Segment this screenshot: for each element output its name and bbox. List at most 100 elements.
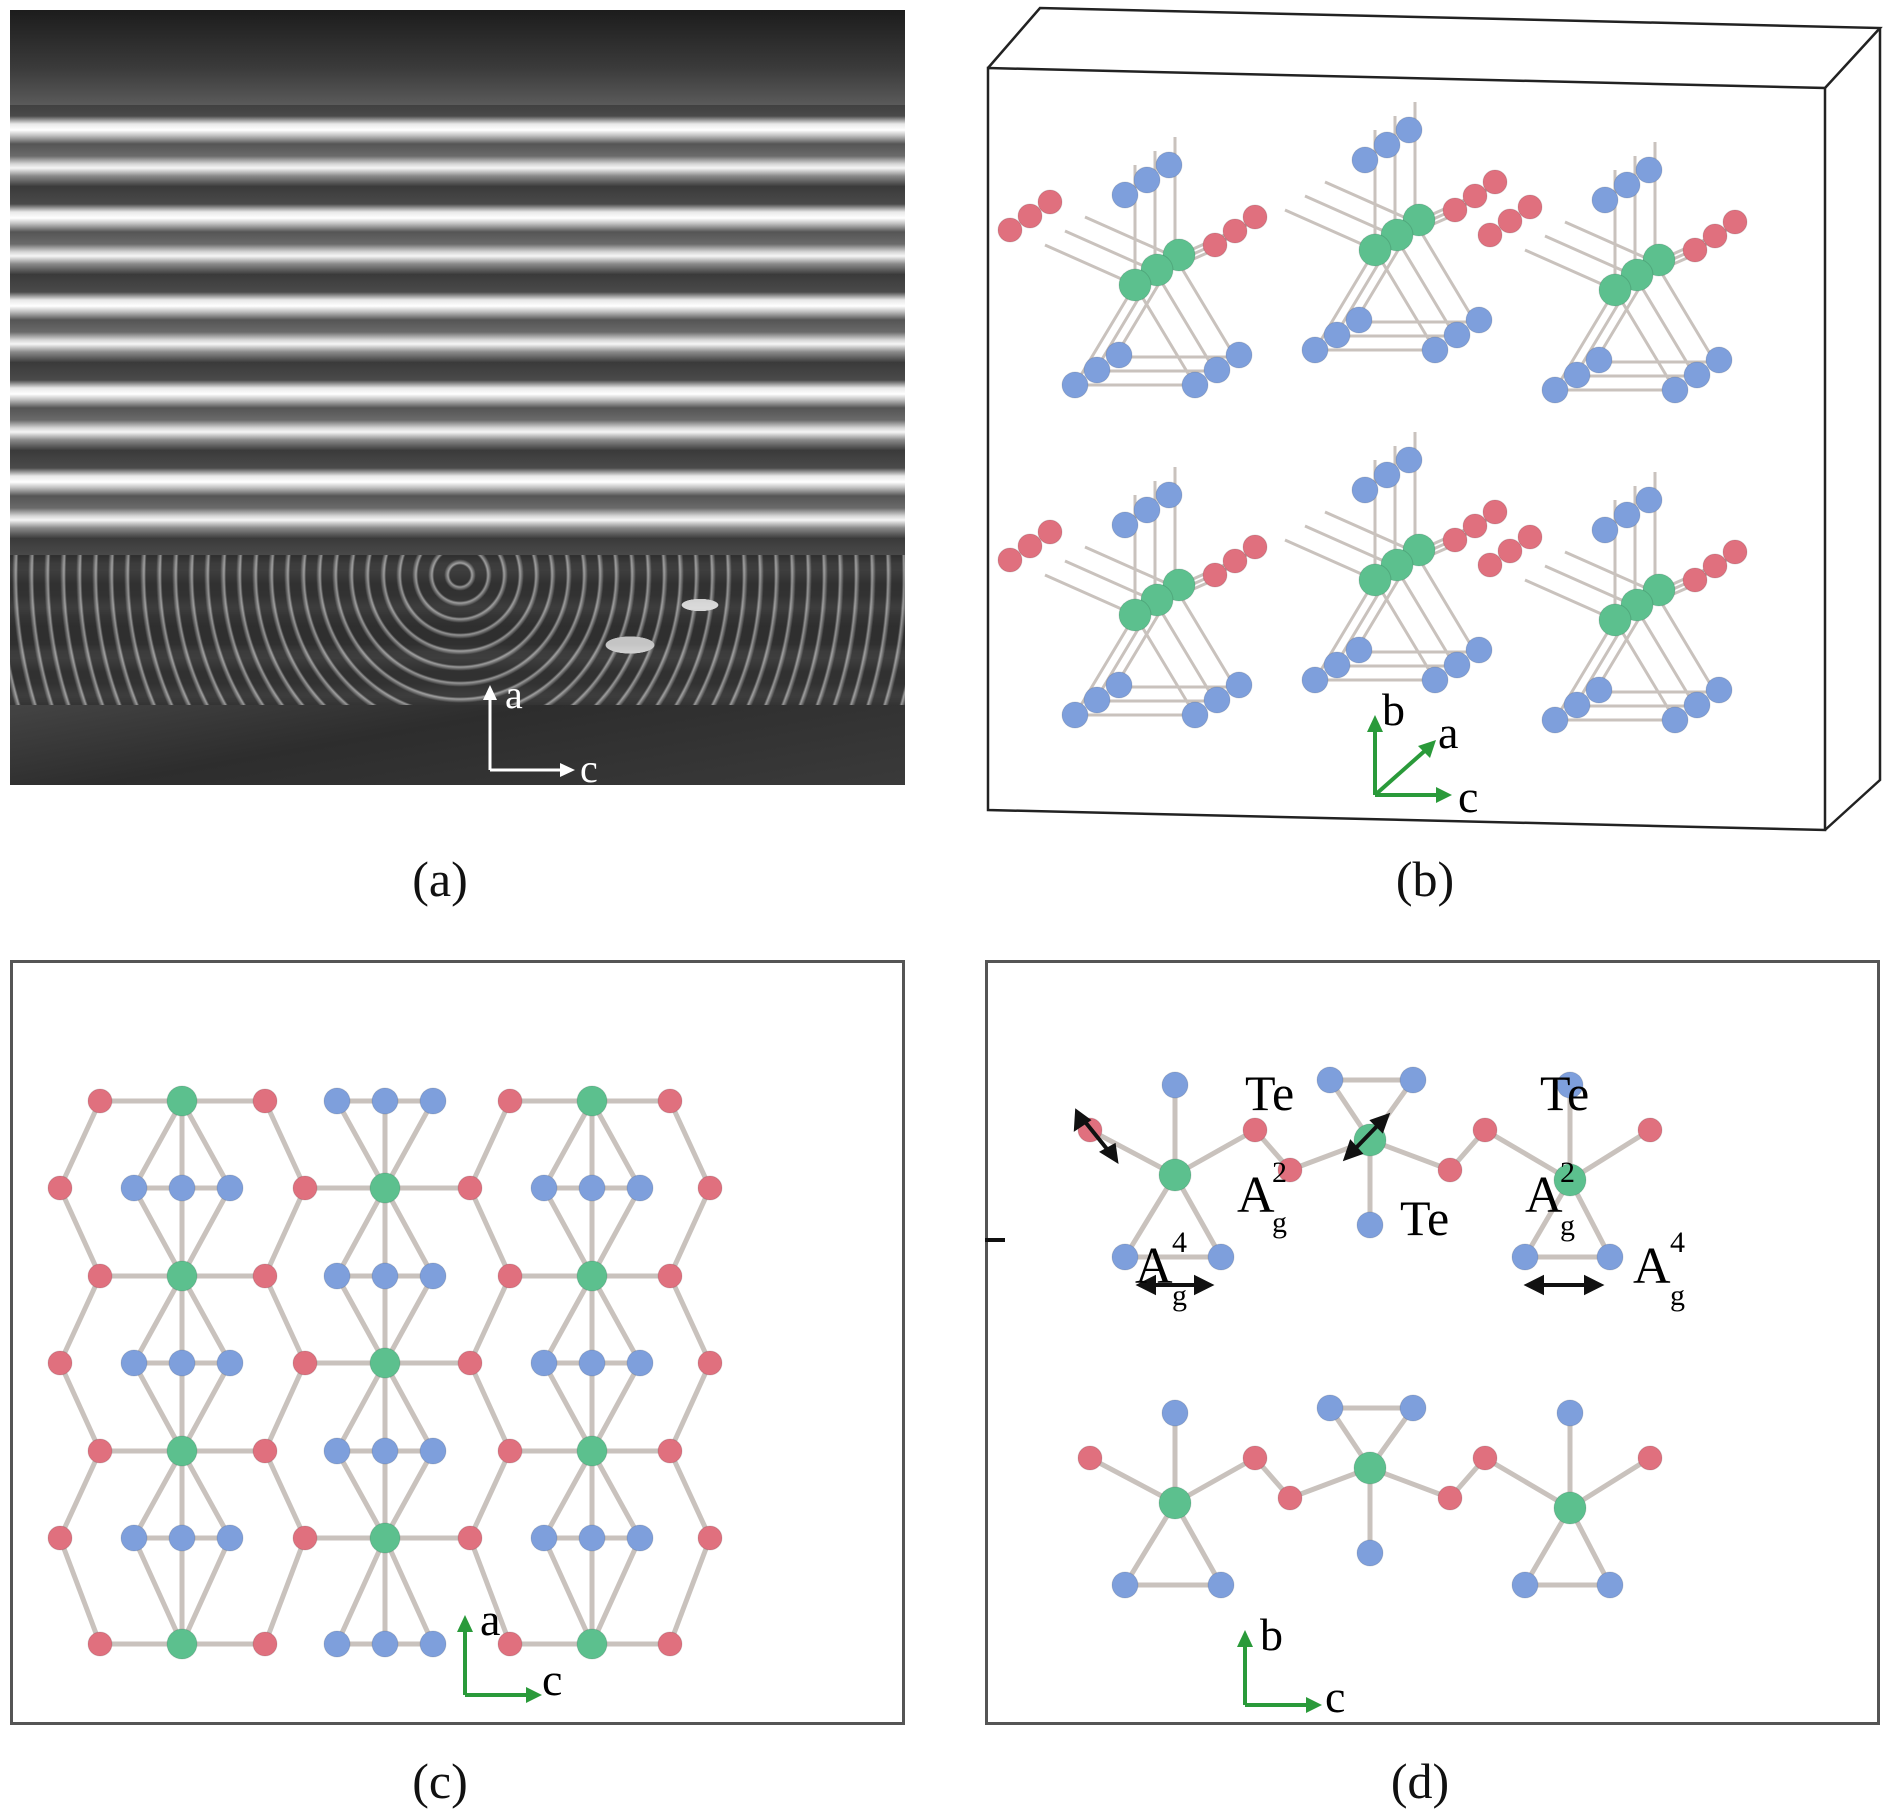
ge-atom: [530, 1524, 558, 1552]
te-atom: [497, 1088, 523, 1114]
bond: [467, 1274, 513, 1365]
ge-atom: [626, 1349, 654, 1377]
te-atom: [1222, 548, 1248, 574]
te-atom: [1437, 1157, 1463, 1183]
metal-atom: [369, 1172, 401, 1204]
bond: [667, 1361, 713, 1453]
ge-atom: [1613, 171, 1641, 199]
ge-atom: [578, 1524, 606, 1552]
bond: [262, 1186, 308, 1278]
te-atom: [1722, 539, 1748, 565]
bond: [1413, 221, 1477, 323]
micrograph-panel: a c: [10, 10, 905, 790]
bond: [179, 1099, 233, 1190]
ge-atom: [1061, 371, 1089, 399]
bond: [57, 1274, 103, 1365]
bond: [1324, 180, 1416, 224]
arrow-up-icon: [1237, 1630, 1253, 1647]
label-te-center: Te: [1400, 1190, 1449, 1246]
bond: [1153, 600, 1217, 702]
ge-atom: [371, 1630, 399, 1658]
arrowhead-icon: [1099, 1142, 1119, 1164]
bond: [1393, 565, 1457, 667]
metal-atom: [1553, 1491, 1587, 1525]
caption-c: (c): [412, 1753, 468, 1809]
te-atom: [87, 1438, 113, 1464]
te-atom: [292, 1350, 318, 1376]
bond: [1064, 229, 1156, 273]
ge-atom: [1556, 1399, 1584, 1427]
ge-atom: [1541, 706, 1569, 734]
te-atom: [1482, 499, 1508, 525]
metal-atom: [166, 1435, 198, 1467]
bond: [1613, 289, 1677, 391]
ge-atom: [1399, 1394, 1427, 1422]
ge-atom: [1373, 461, 1401, 489]
bond: [1044, 243, 1136, 287]
ge-atom: [1061, 701, 1089, 729]
ge-atom: [371, 1437, 399, 1465]
ge-atom: [216, 1174, 244, 1202]
ge-atom: [419, 1630, 447, 1658]
label-a4g-left-sub: g: [1172, 1279, 1187, 1312]
bond: [1373, 579, 1437, 681]
axis-label-horizontal: c: [1458, 771, 1478, 822]
ge-atom: [1511, 1243, 1539, 1271]
bond: [1544, 564, 1636, 608]
ge-atom: [1395, 446, 1423, 474]
arrow-up-icon: [483, 685, 497, 700]
ge-atom: [1161, 1071, 1189, 1099]
label-a4g-left-sup: 4: [1172, 1226, 1187, 1259]
te-atom: [252, 1263, 278, 1289]
ge-atom: [419, 1437, 447, 1465]
ge-atom: [323, 1262, 351, 1290]
ge-atom: [371, 1262, 399, 1290]
te-atom: [1017, 533, 1043, 559]
bond: [1483, 1127, 1572, 1183]
bond: [1564, 550, 1656, 594]
te-atom: [1497, 538, 1523, 564]
te-atom: [1702, 553, 1728, 579]
ge-atom: [1705, 346, 1733, 374]
metal-atom: [166, 1260, 198, 1292]
metal-atom: [1358, 233, 1392, 267]
metal-atom: [1118, 598, 1152, 632]
bond: [262, 1537, 308, 1645]
label-a2g-right-sub: g: [1560, 1209, 1575, 1242]
arrowhead-icon: [1194, 1274, 1215, 1296]
te-atom: [497, 1631, 523, 1657]
bond: [334, 1449, 388, 1540]
ge-atom: [1111, 1571, 1139, 1599]
bond: [541, 1099, 595, 1190]
structure-3d-panel: b a c: [986, 6, 1883, 832]
ge-atom: [1133, 166, 1161, 194]
ge-atom: [1541, 376, 1569, 404]
axis-indicator-b: b a c: [1367, 684, 1478, 822]
ge-atom: [1181, 701, 1209, 729]
ge-atom: [1613, 501, 1641, 529]
bond: [262, 1449, 308, 1540]
bond: [1633, 605, 1697, 707]
bond: [667, 1099, 713, 1190]
label-a2g-right-sup: 2: [1560, 1156, 1575, 1189]
ge-atom: [578, 1349, 606, 1377]
te-atom: [1037, 189, 1063, 215]
bond: [1284, 208, 1376, 252]
ge-atom: [1351, 146, 1379, 174]
ge-atom: [1395, 116, 1423, 144]
axis-label-vertical: a: [480, 1594, 500, 1645]
arrowhead-icon: [1523, 1274, 1544, 1296]
ge-atom: [1356, 1211, 1384, 1239]
bond: [382, 1186, 436, 1278]
te-atom: [47, 1175, 73, 1201]
bond: [667, 1186, 713, 1278]
caption-a: (a): [412, 851, 468, 907]
ge-atom: [1705, 676, 1733, 704]
te-atom: [1077, 1445, 1103, 1471]
te-atom: [657, 1088, 683, 1114]
ge-atom: [1511, 1571, 1539, 1599]
arrowhead-icon: [1584, 1274, 1605, 1296]
bond: [1088, 1127, 1177, 1178]
bond: [667, 1274, 713, 1365]
bond: [1304, 194, 1396, 238]
